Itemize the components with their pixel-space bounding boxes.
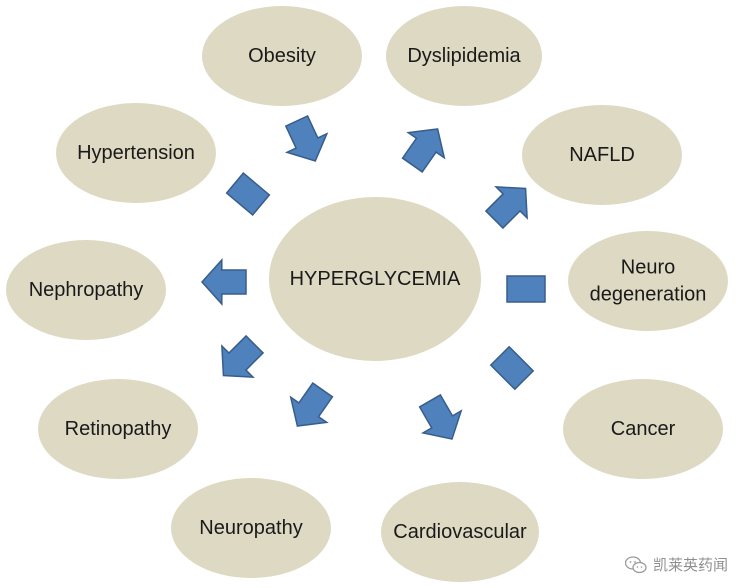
cardiovascular-node: Cardiovascular (381, 482, 539, 582)
neuropathy-ellipse (171, 478, 331, 578)
connector-neurodegeneration (506, 275, 546, 303)
arrow-center-to-neuropathy (289, 382, 334, 427)
cardiovascular-ellipse (381, 482, 539, 582)
cardiovascular-label: Cardiovascular (393, 521, 527, 543)
wechat-icon (624, 555, 647, 573)
neuropathy-label: Neuropathy (199, 517, 302, 539)
arrow-center-to-nafld (484, 186, 528, 230)
neurodegeneration-label: Neuro (621, 257, 675, 279)
neuropathy-node: Neuropathy (171, 478, 331, 578)
nephropathy-label: Nephropathy (29, 279, 144, 301)
nephropathy-node: Nephropathy (6, 240, 166, 340)
arrow-center-to-retinopathy (221, 334, 265, 378)
connector-hypertension (225, 172, 271, 216)
retinopathy-ellipse (38, 379, 198, 479)
neurodegeneration-label: degeneration (590, 284, 707, 306)
obesity-ellipse (202, 6, 362, 106)
retinopathy-node: Retinopathy (38, 379, 198, 479)
neurodegeneration-ellipse (568, 231, 728, 331)
nafld-ellipse (522, 105, 682, 205)
center-ellipse (269, 197, 481, 361)
watermark-text: 凯莱英药闻 (652, 556, 728, 574)
dyslipidemia-ellipse (386, 6, 542, 106)
hypertension-node: Hypertension (56, 103, 216, 203)
obesity-label: Obesity (248, 45, 316, 67)
hypertension-ellipse (56, 103, 216, 203)
watermark: 凯莱英药闻 (624, 554, 728, 575)
connector-cancer (489, 345, 535, 391)
obesity-node: Obesity (202, 6, 362, 106)
dyslipidemia-label: Dyslipidemia (407, 45, 521, 67)
dyslipidemia-node: Dyslipidemia (386, 6, 542, 106)
cancer-ellipse (563, 379, 723, 479)
neurodegeneration-node: Neuro degeneration (568, 231, 728, 331)
arrow-center-to-cardiovascular (418, 393, 463, 440)
cancer-node: Cancer (563, 379, 723, 479)
arrow-obesity-to-center (284, 114, 329, 162)
hypertension-label: Hypertension (77, 142, 195, 164)
center-label: HYPERGLYCEMIA (290, 268, 461, 290)
center-node: HYPERGLYCEMIA (269, 197, 481, 361)
arrow-center-to-nephropathy (200, 258, 247, 306)
nafld-node: NAFLD (522, 105, 682, 205)
nephropathy-ellipse (6, 240, 166, 340)
cancer-label: Cancer (611, 418, 676, 440)
arrow-center-to-dyslipidemia (401, 128, 446, 173)
nafld-label: NAFLD (569, 144, 635, 166)
retinopathy-label: Retinopathy (65, 418, 172, 440)
